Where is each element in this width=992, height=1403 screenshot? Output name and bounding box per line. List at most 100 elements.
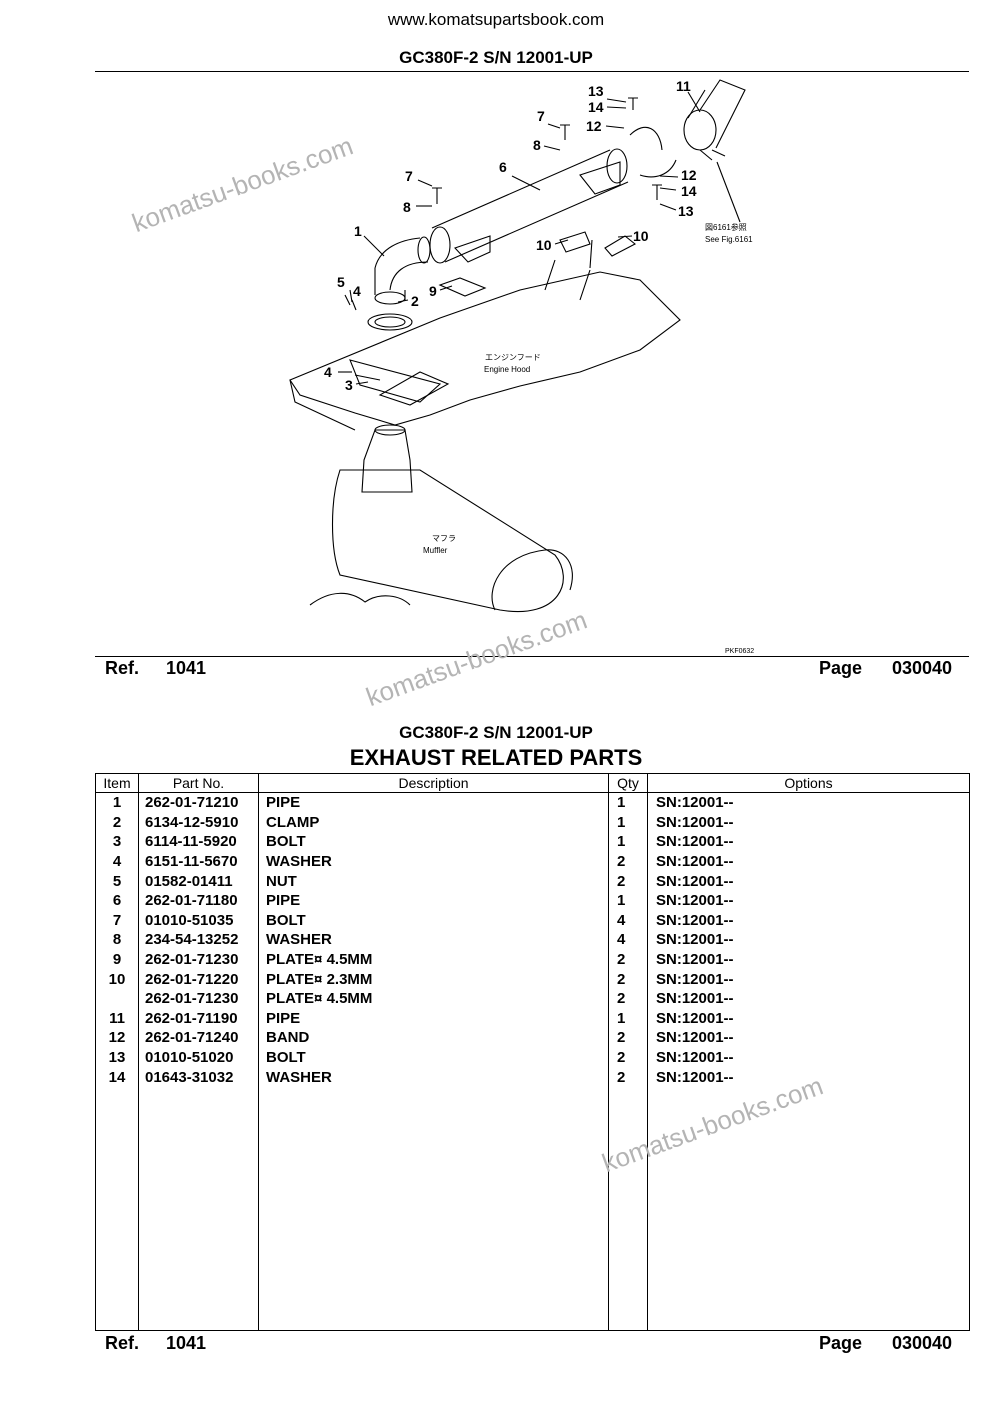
page-value: 030040: [892, 658, 953, 678]
row-part-no: 262-01-71230: [138, 949, 259, 970]
note-muffler: Muffler: [423, 546, 448, 555]
callout-12b: 12: [681, 167, 697, 183]
row-description: BAND: [258, 1028, 609, 1048]
callout-7a: 7: [537, 108, 545, 124]
row-options: SN:12001--: [647, 871, 970, 891]
row-item: 1: [95, 792, 139, 813]
row-options: SN:12001--: [647, 1047, 970, 1068]
row-qty: 1: [608, 890, 648, 911]
row-description: CLAMP: [258, 812, 609, 833]
row-options: SN:12001--: [647, 969, 970, 989]
callout-13b: 13: [678, 203, 694, 219]
row-description: WASHER: [258, 1067, 609, 1087]
row-part-no: 01010-51035: [138, 910, 259, 931]
row-item: 6: [95, 890, 139, 911]
row-options: SN:12001--: [647, 949, 970, 970]
row-part-no: 262-01-71230: [138, 988, 259, 1009]
page-label: Page: [819, 658, 863, 678]
row-options: SN:12001--: [647, 1028, 970, 1048]
page-value-bottom: 030040: [892, 1333, 953, 1353]
row-item: 7: [95, 910, 139, 931]
callout-10b: 10: [633, 228, 649, 244]
row-qty: 2: [608, 851, 648, 872]
table-filler-row: [95, 1086, 970, 1331]
note-see-fig: See Fig.6161: [705, 235, 753, 244]
row-part-no: 262-01-71180: [138, 890, 259, 911]
ref-value: 1041: [166, 658, 207, 678]
ref-label-bottom: Ref.: [105, 1333, 140, 1353]
row-item: [95, 988, 139, 1009]
row-part-no: 6134-12-5910: [138, 812, 259, 833]
callout-12a: 12: [586, 118, 602, 134]
row-item: 11: [95, 1008, 139, 1029]
empty-cell: [647, 1086, 970, 1331]
row-description: WASHER: [258, 851, 609, 872]
page-title: GC380F-2 S/N 12001-UP: [399, 48, 593, 67]
col-qty: Qty: [608, 773, 648, 793]
row-item: 14: [95, 1067, 139, 1087]
row-item: 10: [95, 969, 139, 989]
row-part-no: 01010-51020: [138, 1047, 259, 1068]
row-part-no: 262-01-71220: [138, 969, 259, 989]
row-qty: 4: [608, 910, 648, 931]
row-qty: 2: [608, 969, 648, 989]
row-item: 13: [95, 1047, 139, 1068]
empty-cell: [138, 1086, 259, 1331]
callout-8a: 8: [533, 137, 541, 153]
row-part-no: 262-01-71190: [138, 1008, 259, 1029]
site-url: www.komatsupartsbook.com: [387, 10, 605, 29]
row-options: SN:12001--: [647, 1067, 970, 1087]
callout-2: 2: [411, 293, 419, 309]
row-item: 2: [95, 812, 139, 833]
empty-cell: [258, 1086, 609, 1331]
callout-8b: 8: [403, 199, 411, 215]
row-part-no: 01643-31032: [138, 1067, 259, 1087]
row-item: 5: [95, 871, 139, 891]
row-qty: 2: [608, 1067, 648, 1087]
row-qty: 2: [608, 1028, 648, 1048]
row-part-no: 234-54-13252: [138, 930, 259, 950]
row-description: BOLT: [258, 1047, 609, 1068]
row-options: SN:12001--: [647, 910, 970, 931]
note-see-fig-jp: 図6161参照: [705, 222, 747, 232]
row-qty: 2: [608, 871, 648, 891]
callout-1: 1: [354, 223, 362, 239]
row-qty: 1: [608, 792, 648, 813]
callout-14a: 14: [588, 99, 604, 115]
col-options: Options: [647, 773, 970, 793]
row-part-no: 6114-11-5920: [138, 832, 259, 852]
callout-4b: 4: [353, 283, 361, 299]
callout-6: 6: [499, 159, 507, 175]
row-options: SN:12001--: [647, 930, 970, 950]
row-part-no: 01582-01411: [138, 871, 259, 891]
row-description: PLATE¤ 2.3MM: [258, 969, 609, 989]
row-options: SN:12001--: [647, 851, 970, 872]
row-item: 8: [95, 930, 139, 950]
row-description: PIPE: [258, 792, 609, 813]
row-part-no: 262-01-71210: [138, 792, 259, 813]
ref-label: Ref.: [105, 658, 140, 678]
row-qty: 1: [608, 1008, 648, 1029]
empty-cell: [95, 1086, 139, 1331]
note-engine-hood: Engine Hood: [484, 365, 530, 374]
col-part-no: Part No.: [138, 773, 259, 793]
callout-7b: 7: [405, 168, 413, 184]
row-description: PLATE¤ 4.5MM: [258, 988, 609, 1009]
row-item: 12: [95, 1028, 139, 1048]
row-description: PIPE: [258, 1008, 609, 1029]
row-options: SN:12001--: [647, 890, 970, 911]
row-qty: 2: [608, 949, 648, 970]
